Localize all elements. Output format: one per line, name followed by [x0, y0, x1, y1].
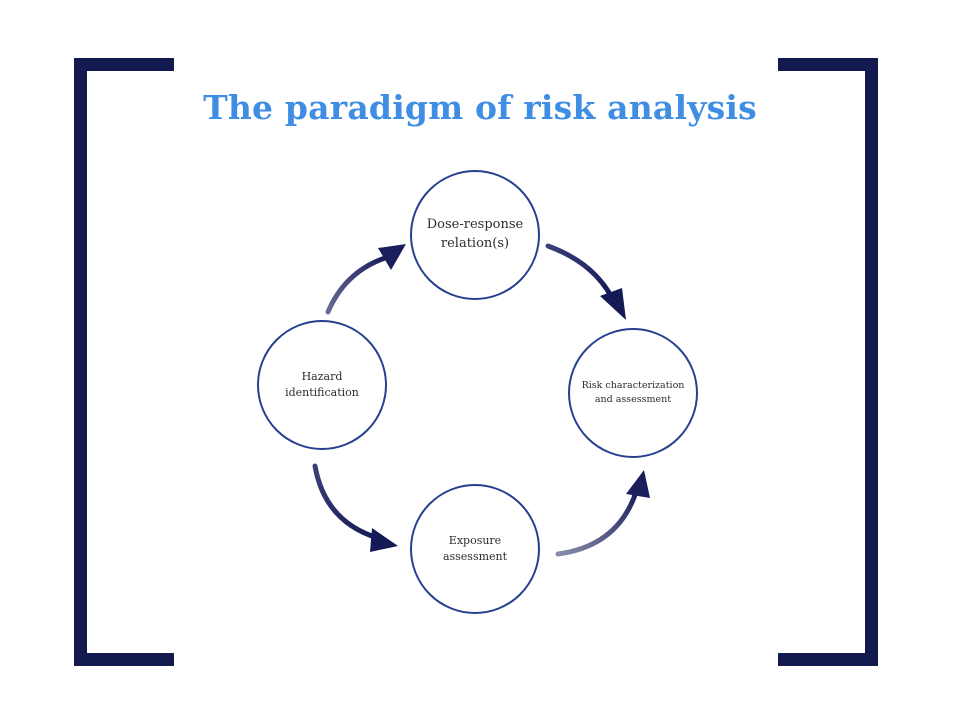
- page-title: The paradigm of risk analysis: [203, 88, 757, 127]
- exposure-assessment-node: Exposure assessment: [410, 484, 540, 614]
- arrow-dose-to-risk: [545, 243, 626, 320]
- arrow-exposure-to-risk: [555, 470, 650, 557]
- left-bracket: [74, 58, 174, 666]
- hazard-identification-node: Hazard identification: [257, 320, 387, 450]
- dose-response-node: Dose-response relation(s): [410, 170, 540, 300]
- risk-characterization-node: Risk characterization and assessment: [568, 328, 698, 458]
- arrow-hazard-to-dose: [325, 244, 406, 315]
- arrow-hazard-to-exposure: [312, 463, 398, 552]
- right-bracket: [778, 58, 878, 666]
